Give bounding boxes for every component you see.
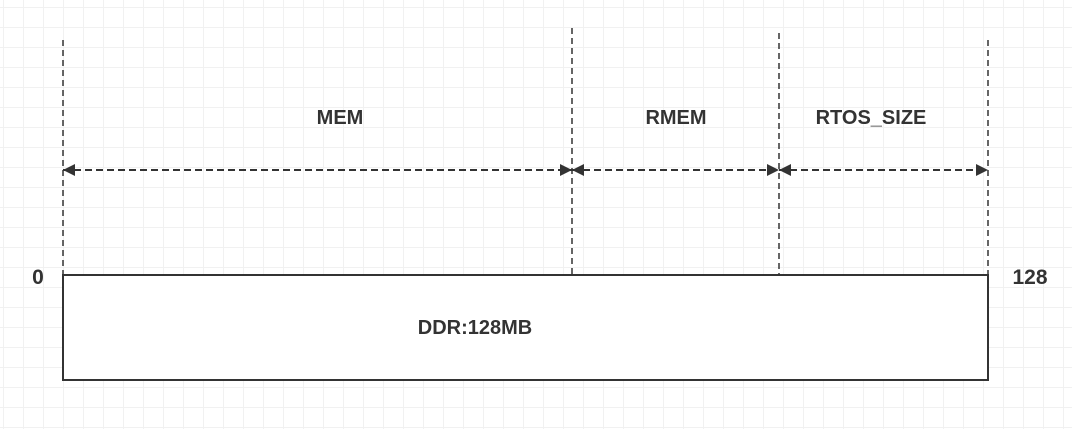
region-label-rmem: RMEM [645, 107, 706, 129]
region-label-mem: MEM [317, 107, 364, 129]
end-address-label: 128 [1012, 266, 1047, 289]
ddr-memory-block [62, 274, 989, 381]
region-label-rtos-size: RTOS_SIZE [816, 107, 927, 129]
ddr-memory-label: DDR:128MB [418, 317, 532, 339]
start-address-label: 0 [32, 266, 44, 289]
